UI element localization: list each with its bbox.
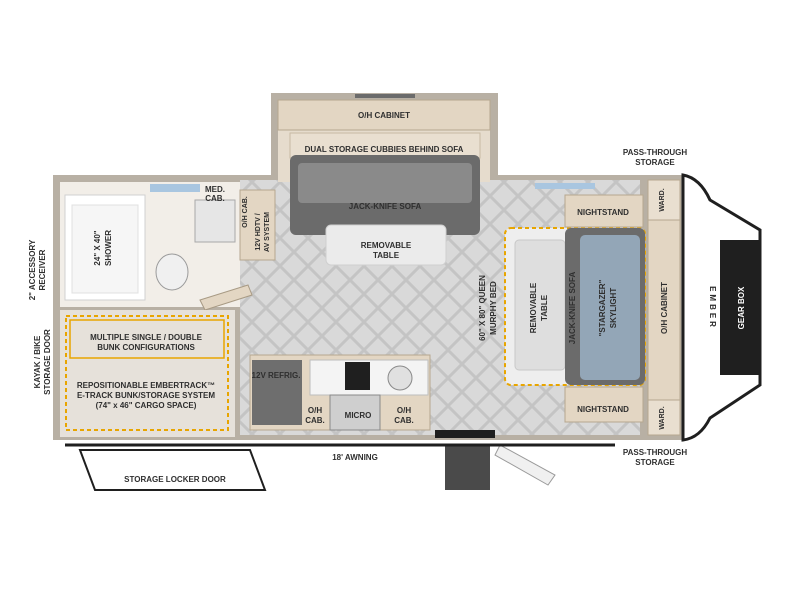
label-bunk-2: BUNK CONFIGURATIONS [97, 343, 195, 352]
toilet [155, 253, 189, 291]
label-oh-cabinet-right: O/H CABINET [660, 282, 669, 334]
sofa-seat-back [298, 163, 472, 203]
label-oh-cabinet-top: O/H CABINET [358, 111, 410, 120]
label-etrack-2: E-TRACK BUNK/STORAGE SYSTEM [77, 391, 215, 400]
label-pass-through-top-1: PASS-THROUGH [623, 148, 688, 157]
label-removable-table: REMOVABLE [361, 241, 412, 250]
kitchen-sink [387, 365, 413, 391]
label-oh-cab-right-1: O/H [397, 406, 411, 415]
label-oh-cab-right-2: CAB. [394, 416, 414, 425]
label-removable-table-v1: REMOVABLE [529, 282, 538, 333]
label-ward-top: WARD. [659, 188, 666, 211]
label-dual-storage: DUAL STORAGE CUBBIES BEHIND SOFA [305, 145, 464, 154]
window-top [535, 183, 595, 189]
label-murphy-2: MURPHY BED [489, 281, 498, 335]
cooktop [345, 362, 370, 390]
brand-logo: EMBER [708, 286, 717, 330]
label-accessory-2: RECEIVER [38, 249, 47, 290]
label-oh-cab-left-1: O/H [308, 406, 322, 415]
label-jack-knife-sofa: JACK-KNIFE SOFA [349, 202, 422, 211]
label-micro: MICRO [345, 411, 372, 420]
gear-box [720, 240, 760, 375]
label-hdtv-1: 12V HDTV / [255, 213, 262, 250]
label-skylight-2: SKYLIGHT [609, 288, 618, 329]
bath-sink [194, 199, 236, 243]
stargazer-skylight [580, 235, 640, 380]
bunk-area [60, 310, 235, 437]
hdtv-cabinet [239, 189, 276, 261]
microwave [329, 394, 381, 431]
removable-table-top [325, 224, 447, 266]
label-nightstand-bottom: NIGHTSTAND [577, 405, 629, 414]
label-pass-through-top-2: STORAGE [635, 158, 675, 167]
screen-door [494, 444, 556, 486]
slide-vent [355, 94, 415, 98]
label-jack-knife-sofa-v: JACK-KNIFE SOFA [568, 272, 577, 345]
shower-pan [71, 204, 139, 294]
nightstand-bottom [564, 386, 644, 423]
oh-cabinet-right [647, 179, 681, 436]
bath-window [150, 184, 200, 192]
oh-cabinet-top [277, 99, 491, 131]
storage-cubbies [289, 132, 481, 159]
label-oh-cab-vertical: O/H CAB. [242, 196, 249, 228]
entry-door [435, 430, 495, 438]
cargo-outline [65, 315, 229, 431]
label-pass-through-bottom-2: STORAGE [635, 458, 675, 467]
label-ward-bottom: WARD. [659, 406, 666, 429]
wardrobe-bottom [647, 399, 681, 436]
bunk-upper [69, 319, 225, 359]
storage-locker-door [78, 449, 267, 491]
label-gear-box: GEAR BOX [737, 286, 746, 329]
label-hdtv-2: AV SYSTEM [264, 212, 271, 252]
label-etrack-1: REPOSITIONABLE EMBERTRACK™ [77, 381, 215, 390]
wardrobe-top [647, 179, 681, 221]
label-removable-table-v2: TABLE [540, 294, 549, 321]
label-bunk-1: MULTIPLE SINGLE / DOUBLE [90, 333, 203, 342]
label-kayak-2: STORAGE DOOR [43, 329, 52, 395]
label-med-cab-2: CAB. [205, 194, 225, 203]
label-awning: 18' AWNING [332, 453, 378, 462]
label-skylight-1: "STARGAZER" [598, 279, 607, 336]
label-removable-table-2: TABLE [373, 251, 400, 260]
label-murphy-1: 60" X 80" QUEEN [478, 275, 487, 341]
nightstand-top [564, 194, 644, 228]
label-pass-through-bottom-1: PASS-THROUGH [623, 448, 688, 457]
label-shower-2: SHOWER [104, 230, 113, 266]
label-etrack-3: (74" x 46" CARGO SPACE) [96, 401, 197, 410]
label-nightstand-top: NIGHTSTAND [577, 208, 629, 217]
label-refrig: 12V REFRIG. [252, 371, 301, 380]
label-accessory-1: 2" ACCESSORY [28, 239, 37, 300]
label-shower-1: 24" X 40" [93, 230, 102, 265]
label-storage-locker: STORAGE LOCKER DOOR [124, 475, 226, 484]
refrigerator [252, 360, 302, 425]
label-med-cab-1: MED. [205, 185, 225, 194]
entry-steps [445, 445, 490, 490]
bath-door [199, 284, 253, 311]
label-oh-cab-left-2: CAB. [305, 416, 325, 425]
label-kayak-1: KAYAK / BIKE [33, 335, 42, 388]
